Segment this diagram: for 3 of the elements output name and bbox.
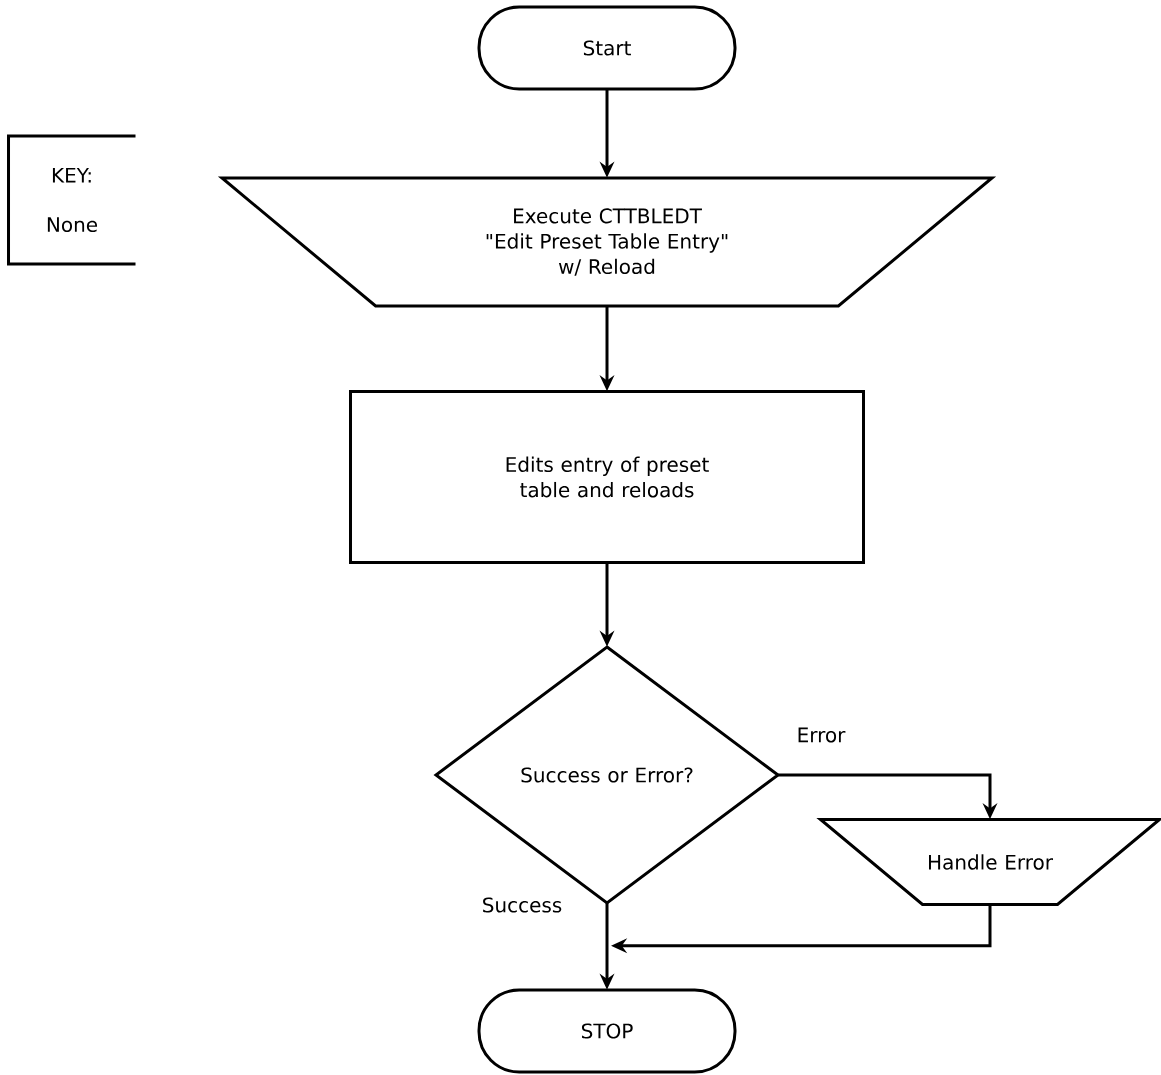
edge-label: Error [795,726,847,744]
key-bracket: KEY: None [7,134,136,266]
process-box: Edits entry of preset table and reloads [349,390,865,564]
